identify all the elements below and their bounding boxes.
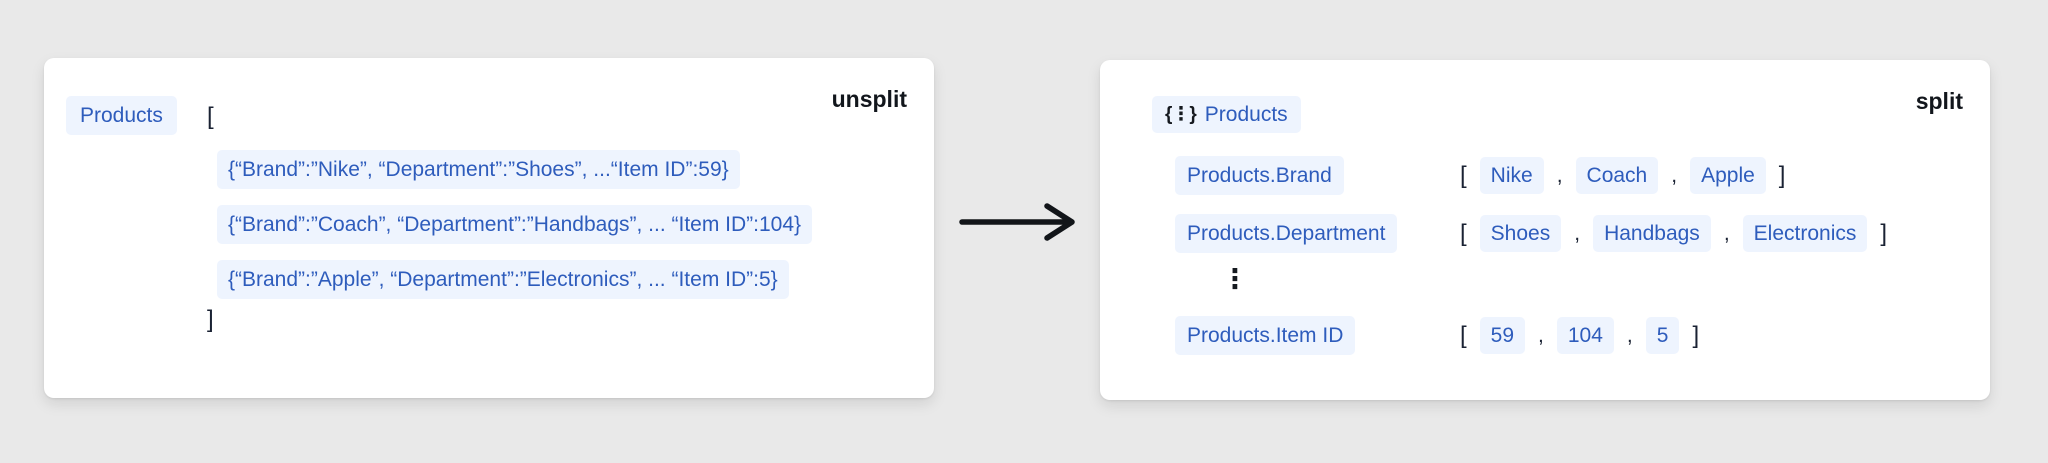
unsplit-card: unsplit Products [ {“Brand”:”Nike”, “Dep… [44,58,934,398]
open-bracket: [ [1460,161,1467,189]
open-bracket: [ [1460,321,1467,349]
document-row: {“Brand”:”Coach”, “Department”:”Handbags… [217,205,813,245]
collection-name: Products [1204,103,1288,126]
value-chip: Nike [1479,157,1544,195]
field-chip: Products.Brand [1175,156,1344,196]
document-list: {“Brand”:”Nike”, “Department”:”Shoes”, .… [217,150,813,300]
split-card: split {⋮} Products Products.Brand [ Nike… [1100,60,1990,400]
object-braces-icon: {⋮} [1165,104,1197,126]
close-bracket: ] [1692,321,1700,349]
split-label: split [1915,88,1963,114]
value-chip: 104 [1556,317,1614,355]
value-chip: Handbags [1593,215,1711,253]
comma: , [1538,323,1544,347]
field-chip: Products.Item ID [1175,316,1356,356]
value-chip: 5 [1645,317,1680,355]
collection-chip: Products [66,96,177,136]
value-chip: Apple [1690,157,1766,195]
collection-chip: {⋮} Products [1152,96,1301,134]
arrow-right-icon [959,203,1075,241]
field-row: Products.Brand [ Nike , Coach , Apple ] [1175,156,1786,196]
field-row: Products.Item ID [ 59 , 104 , 5 ] [1175,316,1700,356]
field-row: Products.Department [ Shoes , Handbags ,… [1175,214,1888,254]
comma: , [1574,221,1581,245]
open-bracket: [ [1460,219,1467,247]
comma: , [1556,163,1563,187]
value-chip: Coach [1575,157,1659,195]
value-chip: Electronics [1742,215,1868,253]
field-chip: Products.Department [1175,214,1398,254]
document-row: {“Brand”:”Nike”, “Department”:”Shoes”, .… [217,150,740,190]
comma: , [1723,221,1730,245]
open-bracket: [ [207,103,214,130]
close-bracket: ] [207,306,214,333]
close-bracket: ] [1778,161,1786,189]
close-bracket: ] [1880,219,1888,247]
value-chip: 59 [1479,317,1526,355]
comma: , [1626,323,1633,347]
vertical-ellipsis-icon: ⋮ [1221,264,1249,295]
value-chip: Shoes [1479,215,1562,253]
document-row: {“Brand”:”Apple”, “Department”:”Electron… [217,260,789,300]
unsplit-label: unsplit [831,86,907,112]
comma: , [1671,163,1678,187]
